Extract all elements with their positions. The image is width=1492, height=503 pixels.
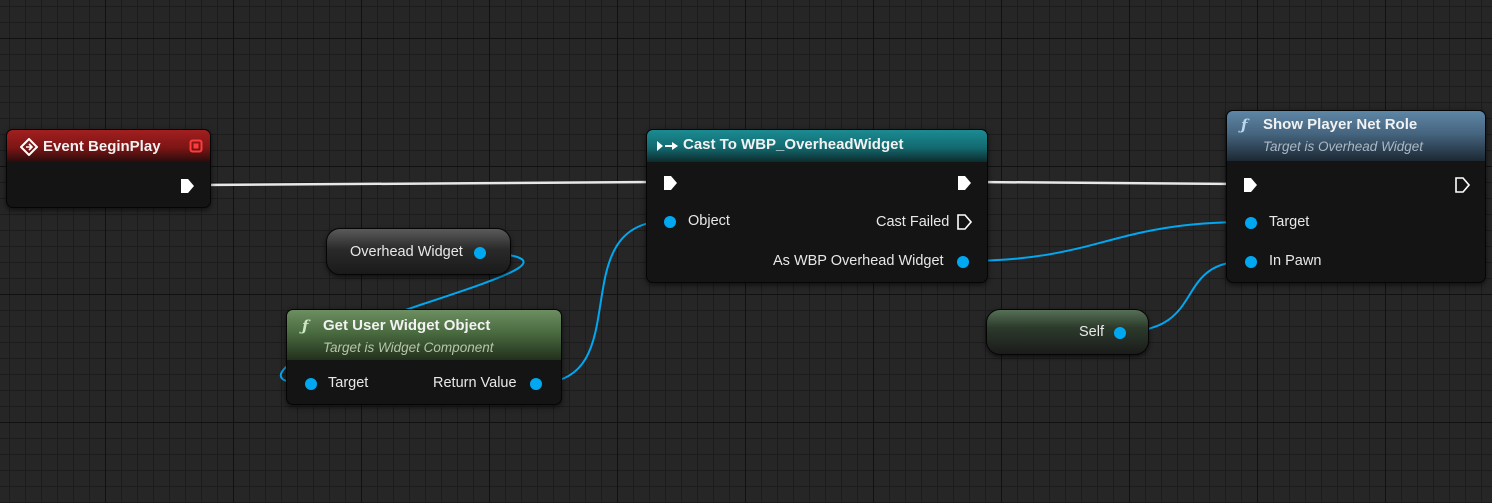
exec-in-pin[interactable]: [1242, 177, 1258, 193]
cast-node-title: Cast To WBP_OverheadWidget: [683, 136, 904, 153]
target-in-pin[interactable]: [304, 377, 318, 391]
self-node[interactable]: Self: [986, 309, 1149, 355]
exec-wire-beginplay-to-cast[interactable]: [198, 180, 661, 187]
in-pawn-pin-label: In Pawn: [1269, 253, 1322, 269]
cast-failed-pin-label: Cast Failed: [876, 214, 950, 230]
self-label: Self: [1079, 324, 1104, 340]
return-value-out-pin[interactable]: [529, 377, 543, 391]
get-user-widget-object-title: Get User Widget Object: [323, 317, 491, 334]
object-wire-aswidget-to-target[interactable]: [962, 221, 1249, 262]
delegate-square-icon[interactable]: [189, 139, 203, 153]
in-pawn-in-pin[interactable]: [1244, 255, 1258, 269]
show-player-net-role-subtitle: Target is Overhead Widget: [1263, 139, 1423, 154]
cast-failed-exec-pin[interactable]: [956, 214, 972, 230]
cast-node-header: [647, 130, 987, 162]
get-user-widget-object-subtitle: Target is Widget Component: [323, 340, 494, 355]
function-f-icon: ƒ: [1241, 116, 1248, 134]
event-diamond-icon: [20, 138, 38, 156]
exec-out-pin[interactable]: [956, 175, 972, 191]
get-user-widget-object-header: [287, 310, 561, 360]
function-f-icon: ƒ: [302, 317, 309, 335]
exec-out-pin[interactable]: [179, 178, 195, 194]
target-pin-label: Target: [328, 375, 369, 391]
exec-in-pin[interactable]: [662, 175, 678, 191]
show-player-net-role-header: [1227, 111, 1485, 161]
target-in-pin[interactable]: [1244, 216, 1258, 230]
return-value-pin-label: Return Value: [433, 375, 517, 391]
event-beginplay-title: Event BeginPlay: [43, 138, 161, 155]
object-in-pin[interactable]: [663, 215, 677, 229]
cast-to-wbp-overheadwidget-node[interactable]: Cast To WBP_OverheadWidget Object Cast F…: [646, 129, 988, 283]
self-out-pin[interactable]: [1113, 326, 1127, 340]
event-beginplay-header: [7, 130, 210, 162]
exec-out-pin[interactable]: [1454, 177, 1470, 193]
as-wbp-overhead-widget-out-pin[interactable]: [956, 255, 970, 269]
overhead-widget-out-pin[interactable]: [473, 246, 487, 260]
show-player-net-role-node[interactable]: ƒ Show Player Net Role Target is Overhea…: [1226, 110, 1486, 283]
cast-arrows-icon: [657, 141, 678, 151]
show-player-net-role-title: Show Player Net Role: [1263, 116, 1418, 133]
as-wbp-overhead-widget-pin-label: As WBP Overhead Widget: [773, 253, 944, 269]
event-beginplay-node[interactable]: Event BeginPlay: [6, 129, 211, 208]
get-user-widget-object-node[interactable]: ƒ Get User Widget Object Target is Widge…: [286, 309, 562, 405]
overhead-widget-label: Overhead Widget: [350, 244, 463, 260]
object-pin-label: Object: [688, 213, 730, 229]
exec-wire-cast-to-show[interactable]: [974, 180, 1241, 186]
overhead-widget-variable-node[interactable]: Overhead Widget: [326, 228, 511, 275]
target-pin-label: Target: [1269, 214, 1310, 230]
